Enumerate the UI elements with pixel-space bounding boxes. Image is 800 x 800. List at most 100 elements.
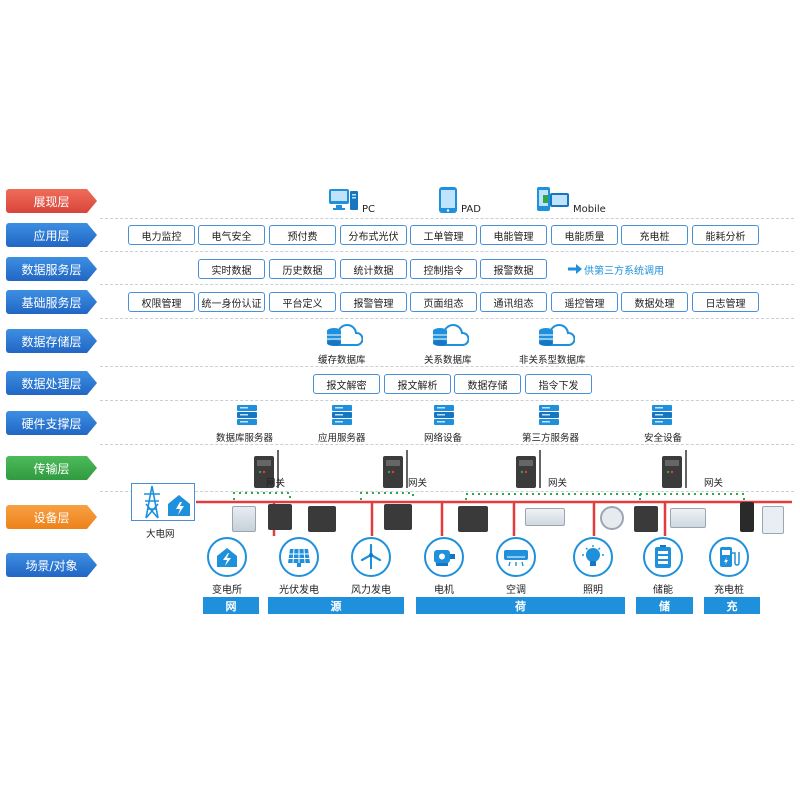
- base-service-item: 权限管理: [128, 292, 195, 312]
- gateway-label: 网关: [704, 478, 724, 489]
- meter-device: [762, 506, 784, 534]
- separator: [100, 400, 794, 401]
- meter-device: [670, 508, 706, 528]
- cache-db-label: 缓存数据库: [318, 355, 366, 366]
- category-grid-bar: 网: [203, 597, 259, 614]
- air-conditioner-icon: [496, 537, 536, 577]
- separator: [100, 491, 794, 492]
- meter-device: [268, 504, 292, 530]
- layer-tag-data-storage: 数据存储层: [6, 329, 97, 353]
- gateway-label: 网关: [266, 478, 286, 489]
- app-server-label: 应用服务器: [318, 433, 366, 444]
- meter-device: [458, 506, 488, 532]
- category-charging-bar: 充: [704, 597, 760, 614]
- grid-label: 大电网: [146, 529, 175, 540]
- scene-label: 风力发电: [351, 585, 391, 596]
- separator: [100, 444, 794, 445]
- base-service-item: 统一身份认证: [198, 292, 265, 312]
- meter-device: [740, 502, 754, 532]
- scene-label: 储能: [653, 585, 673, 596]
- app-item: 工单管理: [410, 225, 477, 245]
- category-storage-bar: 储: [636, 597, 693, 614]
- data-service-item: 历史数据: [269, 259, 336, 279]
- processing-item: 报文解析: [384, 374, 451, 394]
- app-item: 电力监控: [128, 225, 195, 245]
- separator: [100, 251, 794, 252]
- mobile-icon: [537, 187, 569, 211]
- server-icon: [237, 405, 257, 425]
- gateway-label: 网关: [548, 478, 568, 489]
- app-item: 能耗分析: [692, 225, 759, 245]
- mobile-label: Mobile: [573, 204, 606, 215]
- app-item: 充电桩: [621, 225, 688, 245]
- layer-tag-data-service: 数据服务层: [6, 257, 97, 281]
- grid-box: [131, 483, 195, 521]
- base-service-item: 页面组态: [410, 292, 477, 312]
- layer-tag-application: 应用层: [6, 223, 97, 247]
- pad-label: PAD: [461, 204, 481, 215]
- pc-label: PC: [362, 204, 376, 215]
- app-item: 电气安全: [198, 225, 265, 245]
- meter-device: [232, 506, 256, 532]
- meter-device: [308, 506, 336, 532]
- nosql-db-label: 非关系型数据库: [519, 355, 586, 366]
- pc-icon: [329, 189, 358, 210]
- separator: [100, 218, 794, 219]
- layer-tag-data-processing: 数据处理层: [6, 371, 97, 395]
- app-item: 预付费: [269, 225, 336, 245]
- processing-item: 报文解密: [313, 374, 380, 394]
- base-service-item: 数据处理: [621, 292, 688, 312]
- scene-label: 空调: [506, 585, 526, 596]
- substation-icon: [207, 537, 247, 577]
- security-device-label: 安全设备: [644, 433, 683, 444]
- server-icon: [332, 405, 352, 425]
- app-item: 分布式光伏: [340, 225, 407, 245]
- gateway-label: 网关: [408, 478, 428, 489]
- separator: [100, 284, 794, 285]
- scene-label: 电机: [434, 585, 454, 596]
- motor-icon: [424, 537, 464, 577]
- category-source-bar: 源: [268, 597, 404, 614]
- db-server-label: 数据库服务器: [216, 433, 274, 444]
- gateway-icon: [662, 450, 687, 488]
- layer-tag-transport: 传输层: [6, 456, 97, 480]
- gateway-icon: [383, 450, 408, 488]
- data-service-item: 报警数据: [480, 259, 547, 279]
- database-cloud-icon: [433, 324, 469, 346]
- app-item: 电能质量: [551, 225, 618, 245]
- power-tower-icon: [144, 485, 190, 519]
- processing-item: 数据存储: [454, 374, 521, 394]
- meter-device: [384, 504, 412, 530]
- arrow-right-icon: [568, 264, 582, 274]
- network-device-icon: [434, 405, 454, 425]
- server-icon: [539, 405, 559, 425]
- security-device-icon: [652, 405, 672, 425]
- database-cloud-icon: [327, 324, 363, 346]
- scene-label: 照明: [583, 585, 603, 596]
- scene-label: 充电桩: [714, 585, 744, 596]
- layer-tag-hardware: 硬件支撑层: [6, 411, 97, 435]
- meter-device: [525, 508, 565, 526]
- layer-tag-scene: 场景/对象: [6, 553, 97, 577]
- scene-label: 变电所: [212, 585, 242, 596]
- meter-device: [600, 506, 624, 530]
- meter-device: [634, 506, 658, 532]
- data-service-item: 统计数据: [340, 259, 407, 279]
- base-service-item: 报警管理: [340, 292, 407, 312]
- third-party-note: 供第三方系统调用: [584, 266, 664, 277]
- base-service-item: 平台定义: [269, 292, 336, 312]
- energy-storage-icon: [643, 537, 683, 577]
- processing-item: 指令下发: [525, 374, 592, 394]
- layer-tag-base-service: 基础服务层: [6, 290, 97, 314]
- database-cloud-icon: [539, 324, 575, 346]
- gateway-icon: [516, 450, 541, 488]
- app-item: 电能管理: [480, 225, 547, 245]
- data-service-item: 控制指令: [410, 259, 477, 279]
- base-service-item: 通讯组态: [480, 292, 547, 312]
- solar-panel-icon: [279, 537, 319, 577]
- third-party-server-label: 第三方服务器: [522, 433, 580, 444]
- separator: [100, 366, 794, 367]
- lighting-icon: [573, 537, 613, 577]
- separator: [100, 318, 794, 319]
- data-service-item: 实时数据: [198, 259, 265, 279]
